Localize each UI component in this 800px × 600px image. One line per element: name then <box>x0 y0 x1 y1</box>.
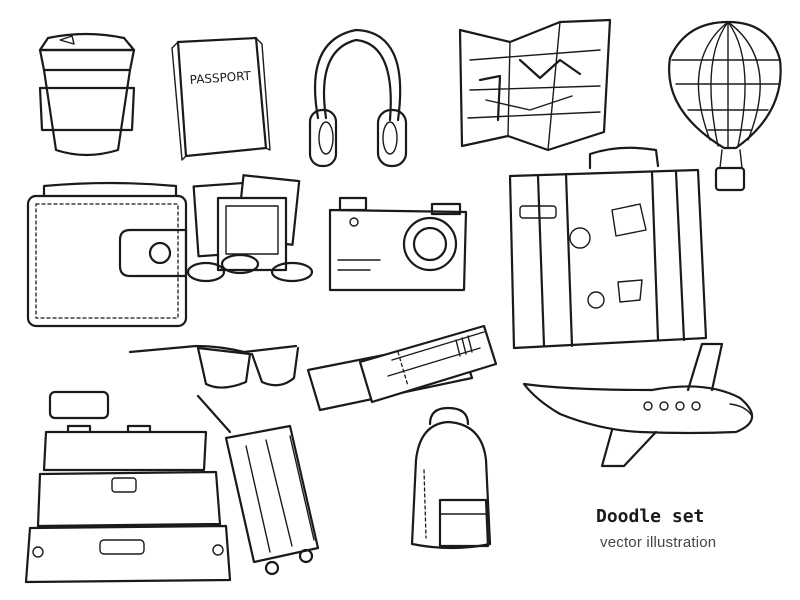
caption-subtitle: vector illustration <box>600 534 717 551</box>
wallet-icon <box>26 181 188 328</box>
photos-icon <box>192 174 301 272</box>
rolling-suitcase-icon <box>196 394 320 576</box>
coffee-cup-icon <box>38 32 136 157</box>
airplane-icon <box>522 342 754 468</box>
sunglasses-icon <box>128 344 300 389</box>
backpack-icon <box>410 406 492 550</box>
hot-air-balloon-icon <box>668 20 782 192</box>
caption-title: Doodle set <box>596 506 705 527</box>
map-icon <box>458 18 612 152</box>
coins-icon <box>186 253 314 283</box>
tickets-icon <box>306 324 498 412</box>
camera-icon <box>328 196 468 292</box>
passport-icon: PASSPORT <box>171 36 271 161</box>
suitcase-icon <box>508 146 708 350</box>
passport-label: PASSPORT <box>189 69 252 87</box>
luggage-stack-icon <box>24 390 232 584</box>
headphones-icon <box>308 28 408 168</box>
